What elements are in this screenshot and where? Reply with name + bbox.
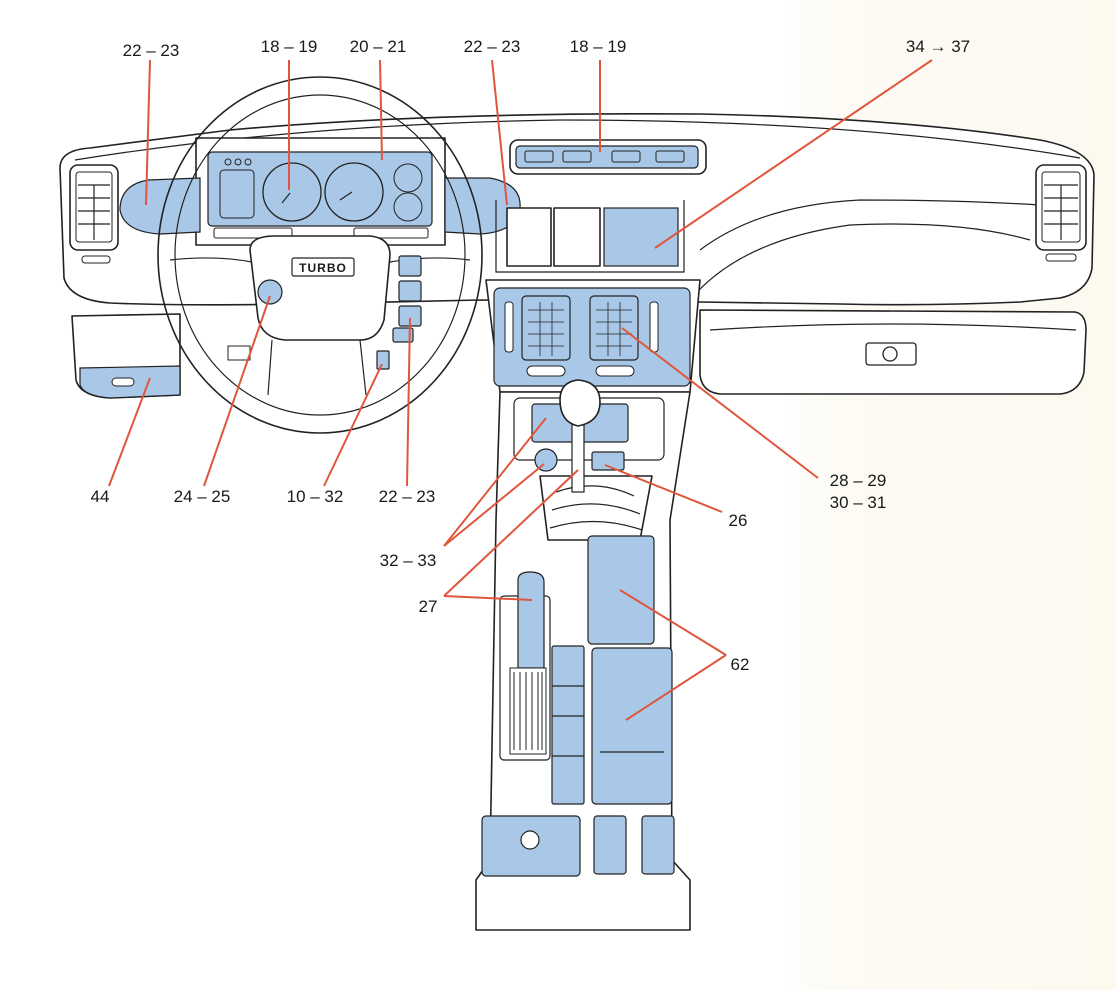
callout-62: 62 [731, 655, 750, 674]
callout-24-25: 24 – 25 [174, 487, 231, 506]
steering-wheel-spoke-left [169, 257, 253, 263]
callout-20-21: 20 – 21 [350, 37, 407, 56]
vent-side-bar-left [504, 301, 514, 353]
center-vent-left [521, 295, 571, 361]
gear-boot-folds [549, 485, 643, 531]
callout-18-19-right: 18 – 19 [570, 37, 627, 56]
steering-wheel-rim [157, 76, 483, 434]
vent-slider-left [526, 365, 566, 377]
callout-28-29: 28 – 29 [830, 471, 887, 490]
turbo-badge [291, 257, 355, 277]
tachometer-needle [281, 192, 291, 204]
warning-light-1 [224, 158, 232, 166]
knee-panel-slot [111, 377, 135, 387]
speedometer-gauge [324, 162, 384, 222]
cluster-left-panel [219, 169, 255, 219]
top-button-2 [562, 150, 592, 163]
speedometer-needle [339, 191, 353, 201]
ignition-switch [257, 279, 283, 305]
callout-44: 44 [91, 487, 110, 506]
small-gauge-top [393, 163, 423, 193]
center-vent-right [589, 295, 639, 361]
vent-slider-right [595, 365, 635, 377]
gear-lever-knob [559, 379, 601, 427]
switch-1 [398, 255, 422, 277]
left-control-pod [119, 177, 201, 235]
callout-27: 27 [419, 597, 438, 616]
callout-32-33: 32 – 33 [380, 551, 437, 570]
callout-22-23-right: 22 – 23 [464, 37, 521, 56]
switch-small [376, 350, 390, 370]
console-tray-strip [551, 645, 585, 805]
center-stack-surround [495, 200, 685, 273]
cigarette-lighter [534, 448, 558, 472]
radio-cassette-panel [603, 207, 679, 267]
gear-lever-shaft [571, 419, 585, 493]
vent-grid [528, 302, 632, 356]
handbrake-lever [517, 571, 545, 669]
top-button-1 [524, 150, 554, 163]
top-button-strip [515, 145, 699, 169]
steering-wheel-spoke-right [389, 257, 471, 263]
leader-lines [108, 59, 933, 721]
top-button-3 [611, 150, 641, 163]
handbrake-gaiter [509, 667, 547, 755]
console-small-switch [591, 451, 625, 471]
callout-18-19-left: 18 – 19 [261, 37, 318, 56]
callout-26: 26 [729, 511, 748, 530]
left-air-vent [69, 164, 119, 264]
turbo-badge-text: TURBO [299, 261, 347, 275]
callout-22-23-bottom: 22 – 23 [379, 487, 436, 506]
passenger-panel-curve [699, 199, 1041, 251]
passenger-panel-curve-lower [689, 223, 1031, 301]
right-air-vent [1035, 164, 1087, 262]
warning-light-3 [244, 158, 252, 166]
steering-wheel-hub [249, 235, 391, 341]
steering-column [267, 339, 367, 396]
glovebox-lock [882, 346, 898, 362]
warning-light-2 [234, 158, 242, 166]
switch-2 [398, 280, 422, 302]
rear-switch-right [641, 815, 675, 875]
binnacle-lower-strip-right [353, 227, 429, 239]
top-button-4 [655, 150, 685, 163]
vent-side-bar-right [649, 301, 659, 353]
callout-30-31: 30 – 31 [830, 493, 887, 512]
steering-wheel-rim-inner [174, 94, 466, 416]
storage-compartment-lower [591, 647, 673, 805]
glovebox-inner-line [709, 323, 1077, 331]
rear-switch-left [593, 815, 627, 875]
tachometer-gauge [262, 162, 322, 222]
column-small-box [227, 345, 251, 361]
center-panel-middle [553, 207, 601, 267]
callout-22-23-left: 22 – 23 [123, 41, 180, 60]
rear-console-knob [520, 830, 540, 850]
glovebox-latch [865, 342, 917, 366]
small-gauge-bottom [393, 192, 423, 222]
callout-34-37: 34 → 37 [906, 37, 970, 56]
center-panel-left [506, 207, 552, 267]
callout-10-32: 10 – 32 [287, 487, 344, 506]
switch-4 [392, 327, 414, 343]
